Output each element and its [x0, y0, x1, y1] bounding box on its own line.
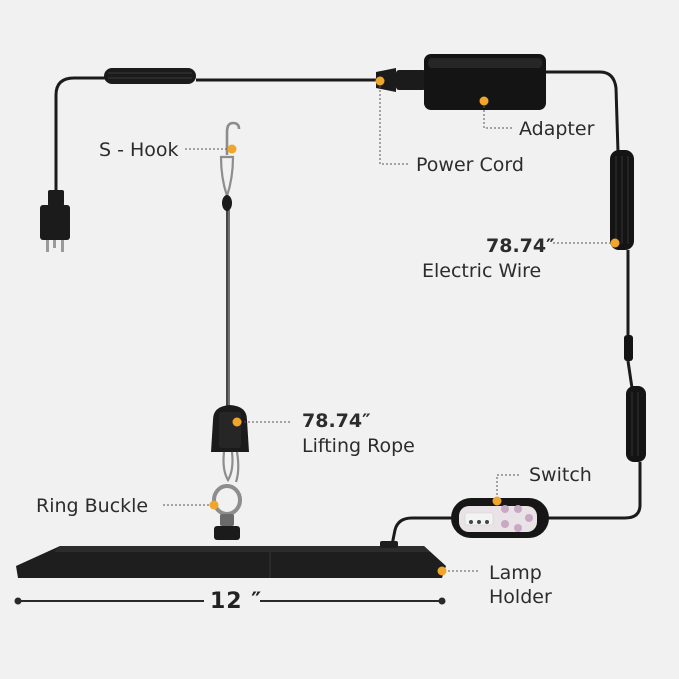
lifting-rope-label: Lifting Rope [302, 435, 415, 457]
width-label: 12 ″ [210, 589, 263, 614]
rope-length-label: 78.74″ [302, 410, 371, 432]
lamp-holder [16, 541, 446, 578]
switch [451, 498, 549, 538]
ring-buckle [212, 484, 242, 540]
callout-markers [209, 76, 620, 576]
lamp-holder-label-line2: Holder [489, 586, 552, 608]
plug [40, 76, 108, 252]
ring-buckle-label: Ring Buckle [36, 495, 149, 517]
wire-length-label: 78.74″ [486, 235, 555, 257]
leader-lines [163, 82, 614, 572]
power-cord-label: Power Cord [416, 154, 524, 176]
electric-wire [390, 70, 646, 546]
electric-wire-label: Electric Wire [422, 260, 542, 282]
lifting-rope [211, 210, 249, 483]
adapter-label: Adapter [519, 118, 595, 140]
s-hook-label: S - Hook [99, 139, 179, 161]
lamp-holder-label-line1: Lamp [489, 562, 542, 584]
switch-label: Switch [529, 464, 592, 486]
adapter [424, 54, 546, 110]
coiled-cord-top [104, 68, 382, 84]
s-hook [219, 121, 241, 211]
power-cord-connector [376, 68, 426, 92]
wire-length-value: 78.74″ [486, 235, 555, 257]
width-dimension-line [14, 597, 446, 605]
rope-length-value: 78.74″ [302, 410, 371, 432]
